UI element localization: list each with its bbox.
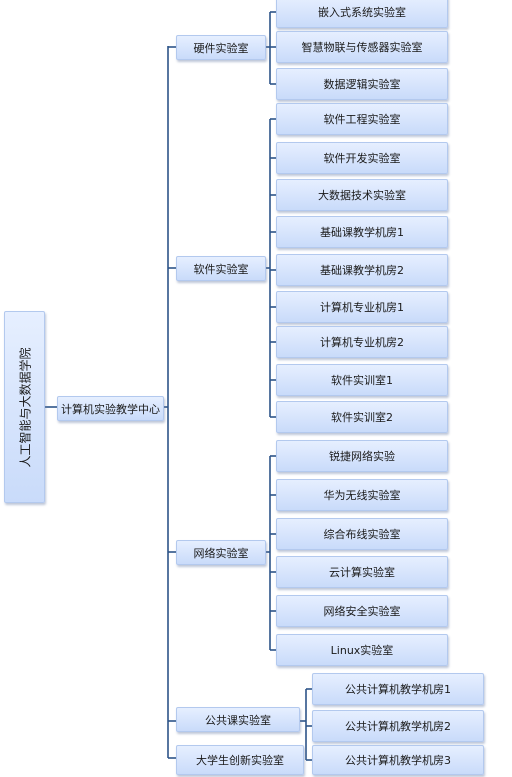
leaf-node: 公共计算机教学机房1 <box>312 673 484 705</box>
leaf-label: 计算机专业机房1 <box>320 301 404 314</box>
leaf-label: 数据逻辑实验室 <box>323 78 401 91</box>
leaf-node: 基础课教学机房2 <box>276 254 448 286</box>
leaf-node: 软件实训室2 <box>276 401 448 433</box>
leaf-label: 嵌入式系统实验室 <box>318 6 406 19</box>
category-label: 公共课实验室 <box>205 713 271 727</box>
leaf-node: 公共计算机教学机房2 <box>312 710 484 742</box>
leaf-label: 计算机专业机房2 <box>320 336 404 349</box>
leaf-node: 网络安全实验室 <box>276 595 448 627</box>
leaf-label: 华为无线实验室 <box>323 489 401 502</box>
category-hardware: 硬件实验室 <box>176 35 266 60</box>
leaf-node: 软件工程实验室 <box>276 103 448 135</box>
leaf-node: 华为无线实验室 <box>276 479 448 511</box>
leaf-node: 软件开发实验室 <box>276 142 448 174</box>
leaf-node: 计算机专业机房1 <box>276 291 448 323</box>
leaf-node: 嵌入式系统实验室 <box>276 0 448 28</box>
leaf-label: 云计算实验室 <box>329 566 395 579</box>
leaf-label: 公共计算机教学机房1 <box>345 683 451 696</box>
category-label: 大学生创新实验室 <box>196 754 284 767</box>
leaf-label: 软件开发实验室 <box>323 152 401 165</box>
category-software: 软件实验室 <box>176 256 266 281</box>
leaf-node: 综合布线实验室 <box>276 518 448 550</box>
leaf-node: 公共计算机教学机房3 <box>312 745 484 775</box>
leaf-label: 软件实训室1 <box>331 374 393 387</box>
leaf-node: 大数据技术实验室 <box>276 179 448 211</box>
leaf-label: 综合布线实验室 <box>323 528 401 541</box>
leaf-node: 锐捷网络实验 <box>276 440 448 472</box>
category-label: 网络实验室 <box>193 546 249 560</box>
category-innovation: 大学生创新实验室 <box>176 745 304 775</box>
leaf-label: 基础课教学机房1 <box>320 226 404 239</box>
leaf-label: 软件实训室2 <box>331 411 393 424</box>
leaf-node: 计算机专业机房2 <box>276 326 448 358</box>
leaf-node: 智慧物联与传感器实验室 <box>276 31 448 63</box>
leaf-node: Linux实验室 <box>276 634 448 666</box>
root-node: 人工智能与大数据学院 <box>4 311 45 503</box>
center-node: 计算机实验教学中心 <box>57 396 164 421</box>
leaf-node: 软件实训室1 <box>276 364 448 396</box>
leaf-node: 数据逻辑实验室 <box>276 68 448 100</box>
leaf-label: 智慧物联与传感器实验室 <box>301 41 423 54</box>
leaf-label: 锐捷网络实验 <box>329 450 395 463</box>
category-label: 软件实验室 <box>193 262 249 276</box>
leaf-label: 公共计算机教学机房3 <box>345 754 451 767</box>
leaf-node: 云计算实验室 <box>276 556 448 588</box>
leaf-label: Linux实验室 <box>330 644 394 657</box>
leaf-label: 网络安全实验室 <box>323 605 401 618</box>
center-label: 计算机实验教学中心 <box>61 402 160 416</box>
root-label: 人工智能与大数据学院 <box>18 346 33 468</box>
category-network: 网络实验室 <box>176 540 266 565</box>
category-public: 公共课实验室 <box>176 707 300 732</box>
leaf-label: 大数据技术实验室 <box>318 189 406 202</box>
leaf-label: 公共计算机教学机房2 <box>345 720 451 733</box>
leaf-label: 软件工程实验室 <box>323 113 401 126</box>
category-label: 硬件实验室 <box>193 41 249 55</box>
leaf-node: 基础课教学机房1 <box>276 216 448 248</box>
leaf-label: 基础课教学机房2 <box>320 264 404 277</box>
